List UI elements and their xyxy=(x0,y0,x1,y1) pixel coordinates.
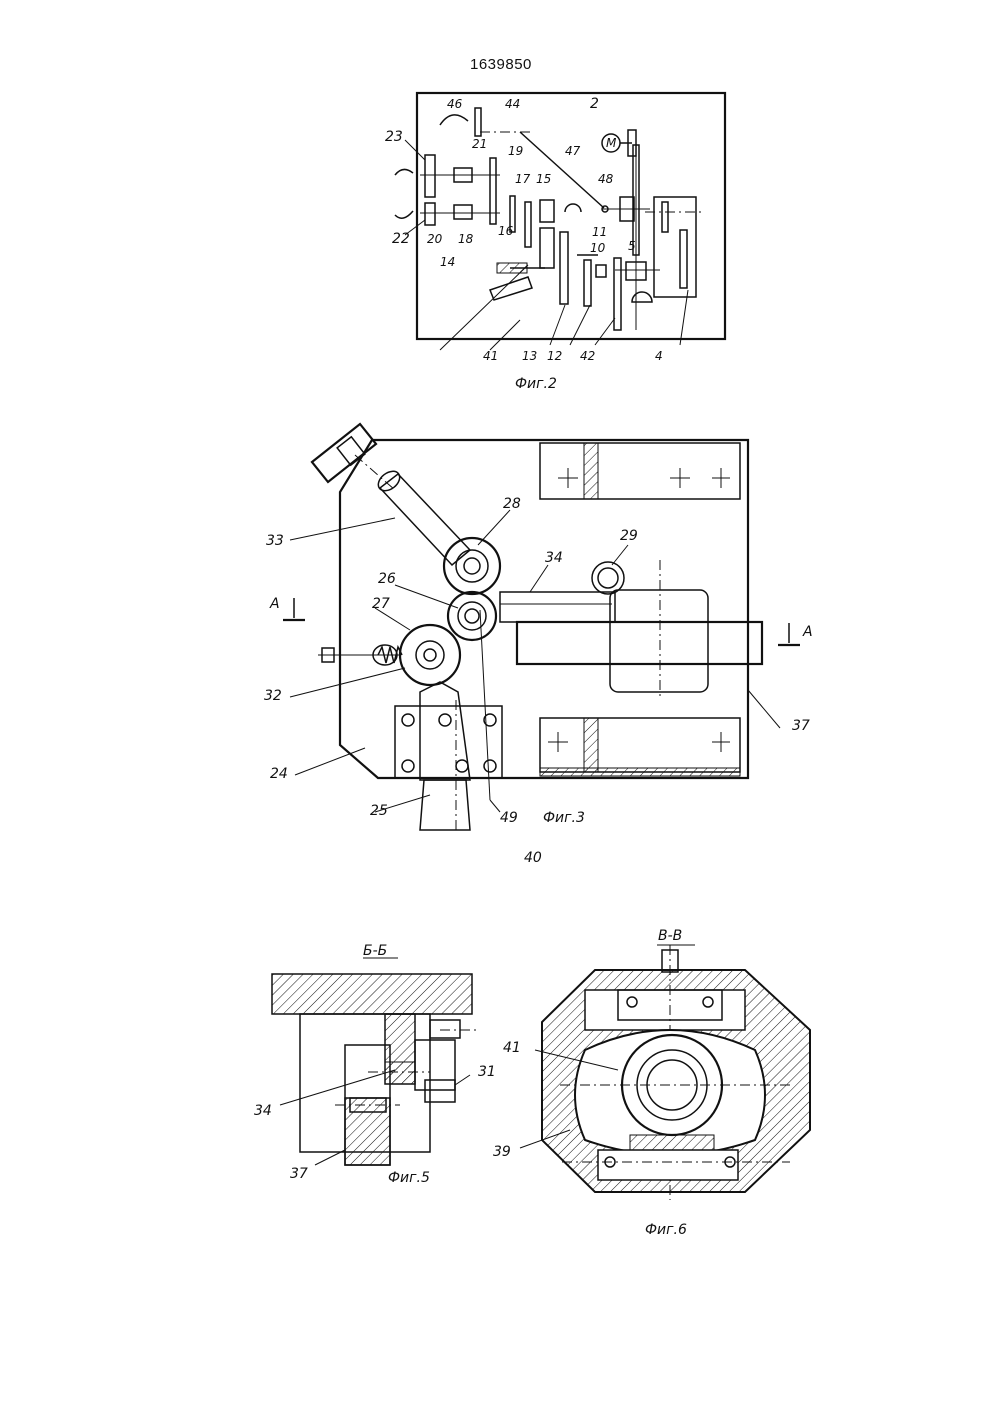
figure-3-mechanism-view: A A 33 28 29 26 34 27 32 24 25 49 37 40 … xyxy=(264,424,813,866)
fig2-label-11: 11 xyxy=(592,225,607,239)
fig3-label-29: 29 xyxy=(620,528,638,544)
fig2-label-10: 10 xyxy=(590,241,606,255)
fig2-label-44: 44 xyxy=(505,97,520,111)
fig2-label-41: 41 xyxy=(483,349,498,363)
fig5-label-37: 37 xyxy=(290,1166,308,1182)
figure-5-section: Б-Б 34 31 37 Фиг.5 xyxy=(254,943,496,1186)
fig6-section: В-В xyxy=(658,928,682,944)
fig2-label-15: 15 xyxy=(536,172,551,186)
fig3-label-27: 27 xyxy=(372,596,390,612)
fig2-label-16: 16 xyxy=(498,224,514,238)
fig2-label-22: 22 xyxy=(392,231,410,247)
fig6-caption: Фиг.6 xyxy=(645,1222,687,1238)
fig2-label-14: 14 xyxy=(440,255,455,269)
fig5-label-31: 31 xyxy=(478,1064,496,1080)
fig2-label-21: 21 xyxy=(472,137,487,151)
fig5-caption: Фиг.5 xyxy=(388,1170,430,1186)
fig2-label-2: 2 xyxy=(590,96,599,112)
figure-2-kinematic-scheme: M xyxy=(385,93,725,392)
figure-6-section: В-В 41 39 Фиг.6 xyxy=(493,928,810,1238)
fig2-label-17: 17 xyxy=(515,172,531,186)
fig2-label-13: 13 xyxy=(522,349,537,363)
fig2-label-12: 12 xyxy=(547,349,562,363)
fig3-label-34: 34 xyxy=(545,550,563,566)
fig2-label-4: 4 xyxy=(655,349,663,363)
fig3-label-33: 33 xyxy=(266,533,284,549)
fig2-label-5: 5 xyxy=(628,239,636,253)
fig3-label-28: 28 xyxy=(503,496,521,512)
fig3-label-37: 37 xyxy=(792,718,810,734)
fig2-label-20: 20 xyxy=(427,232,443,246)
fig3-label-24: 24 xyxy=(270,766,288,782)
fig2-label-46: 46 xyxy=(447,97,463,111)
fig6-label-41: 41 xyxy=(503,1040,521,1056)
fig3-caption: Фиг.3 xyxy=(543,810,585,826)
fig2-label-23: 23 xyxy=(385,129,403,145)
fig3-label-32: 32 xyxy=(264,688,282,704)
fig6-label-39: 39 xyxy=(493,1144,511,1160)
motor-symbol: M xyxy=(606,136,617,150)
fig3-section-right: A xyxy=(802,624,813,640)
fig2-label-42: 42 xyxy=(580,349,595,363)
fig2-label-48: 48 xyxy=(598,172,614,186)
fig3-label-25: 25 xyxy=(370,803,388,819)
fig3-label-49: 49 xyxy=(500,810,518,826)
fig3-section-left: A xyxy=(269,596,280,612)
fig2-caption: Фиг.2 xyxy=(515,376,557,392)
fig3-label-26: 26 xyxy=(378,571,396,587)
fig5-section: Б-Б xyxy=(363,943,387,959)
fig2-label-19: 19 xyxy=(508,144,523,158)
fig2-label-47: 47 xyxy=(565,144,581,158)
fig5-label-34: 34 xyxy=(254,1103,272,1119)
fig3-label-40: 40 xyxy=(524,850,542,866)
fig2-label-18: 18 xyxy=(458,232,474,246)
